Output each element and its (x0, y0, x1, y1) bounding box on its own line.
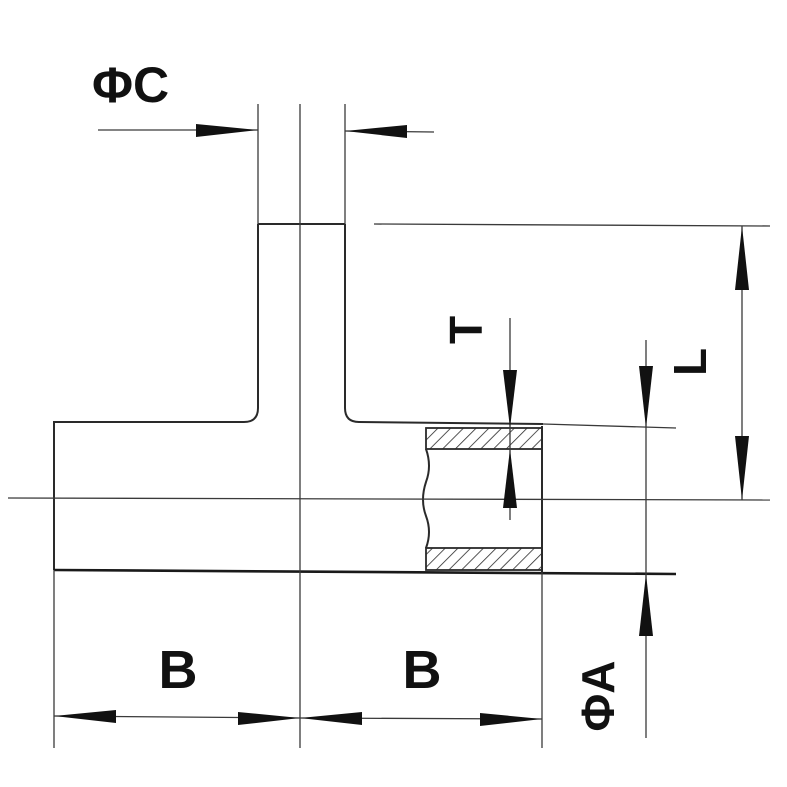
center-lines (7, 104, 771, 748)
dimension-b-right (299, 712, 543, 726)
dimension-label-l: L (664, 348, 716, 376)
dimension-phi-a (639, 340, 653, 738)
section-cutaway (422, 427, 543, 571)
dimension-l (735, 226, 749, 500)
dimension-phi-c (98, 124, 435, 138)
dimension-label-t: T (440, 316, 492, 344)
dimension-label-b-right: B (403, 640, 442, 700)
dimension-label-phi-c: ΦC (92, 57, 169, 113)
dimension-t (503, 318, 517, 520)
dimension-label-b-left: B (159, 640, 198, 700)
dimension-b-left (53, 710, 301, 725)
tee-body-outline (53, 223, 677, 576)
extension-lines (53, 104, 771, 748)
dimension-label-phi-a: ΦA (572, 661, 624, 732)
